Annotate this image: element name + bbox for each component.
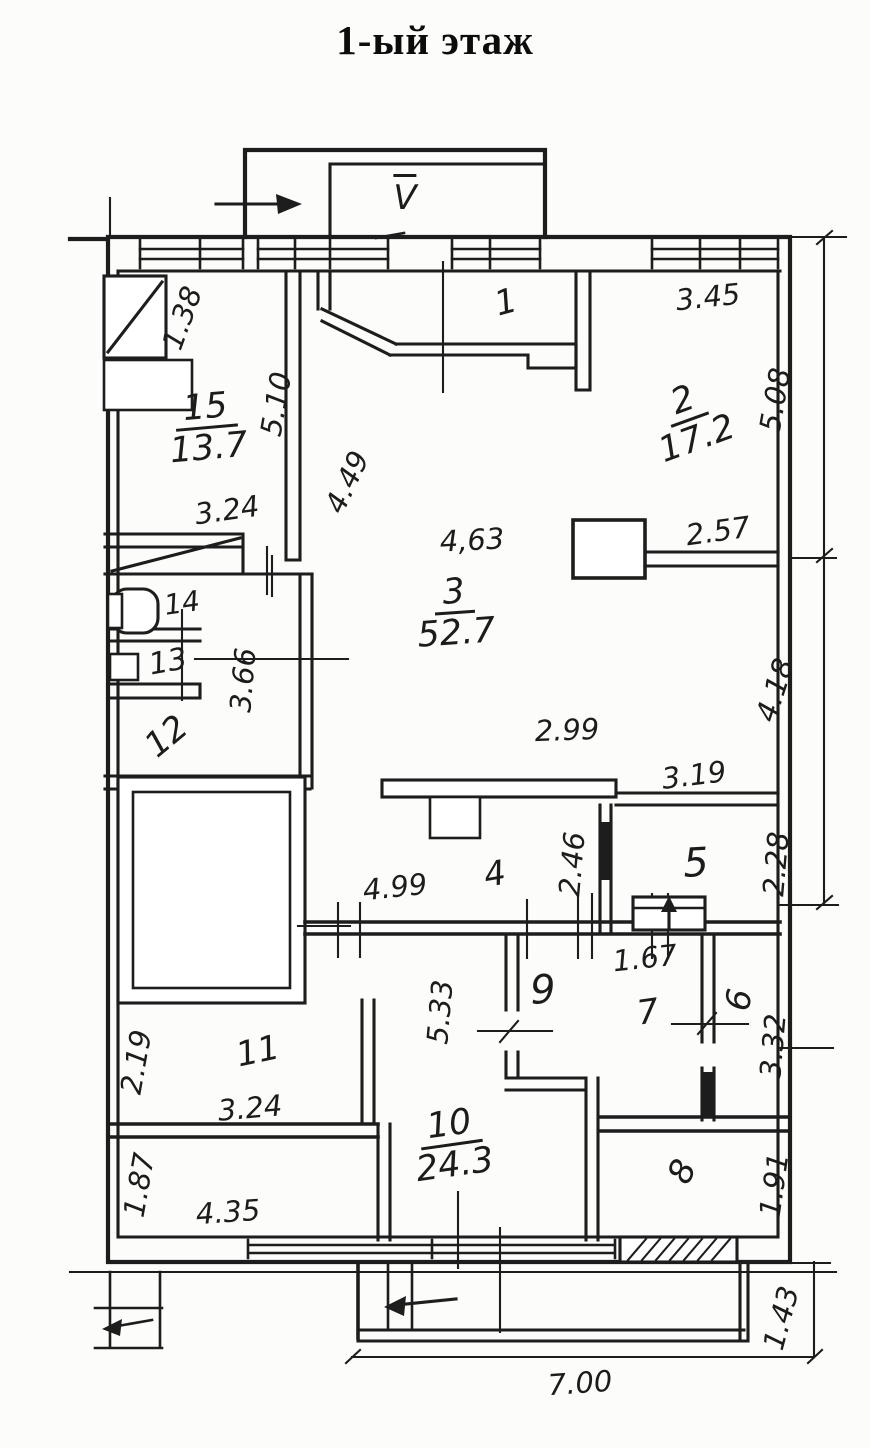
top-porch xyxy=(242,147,548,240)
entrance-arrow-bottom xyxy=(394,1297,458,1307)
outer-walls-inner xyxy=(116,269,782,1239)
bathroom-wall xyxy=(298,572,314,790)
left-steps xyxy=(93,1270,164,1350)
main-cross-wall xyxy=(303,920,782,936)
sink-symbol xyxy=(108,652,140,682)
radiator xyxy=(102,358,194,412)
entrance-arrow-top-head xyxy=(276,194,302,214)
column xyxy=(571,518,647,580)
page-title: 1-ый этаж xyxy=(336,17,534,63)
stair-up-arrow xyxy=(661,896,677,912)
wall-room15 xyxy=(284,269,302,562)
v-marker-dash xyxy=(374,231,406,240)
dimension-lines xyxy=(350,235,848,1359)
outer-walls xyxy=(67,234,793,1265)
stairwell-shaft xyxy=(116,775,307,1005)
sill xyxy=(103,532,314,576)
entrance-arrow-bottom-head xyxy=(384,1296,406,1316)
corridor-wall xyxy=(319,306,578,370)
room9-walls xyxy=(504,932,600,1242)
counter xyxy=(380,778,618,799)
bottom-window-glazing xyxy=(246,1238,617,1260)
bottom-porch xyxy=(356,1260,750,1343)
top-windows-mullions xyxy=(138,238,780,270)
top-windows-glazing xyxy=(138,247,780,261)
